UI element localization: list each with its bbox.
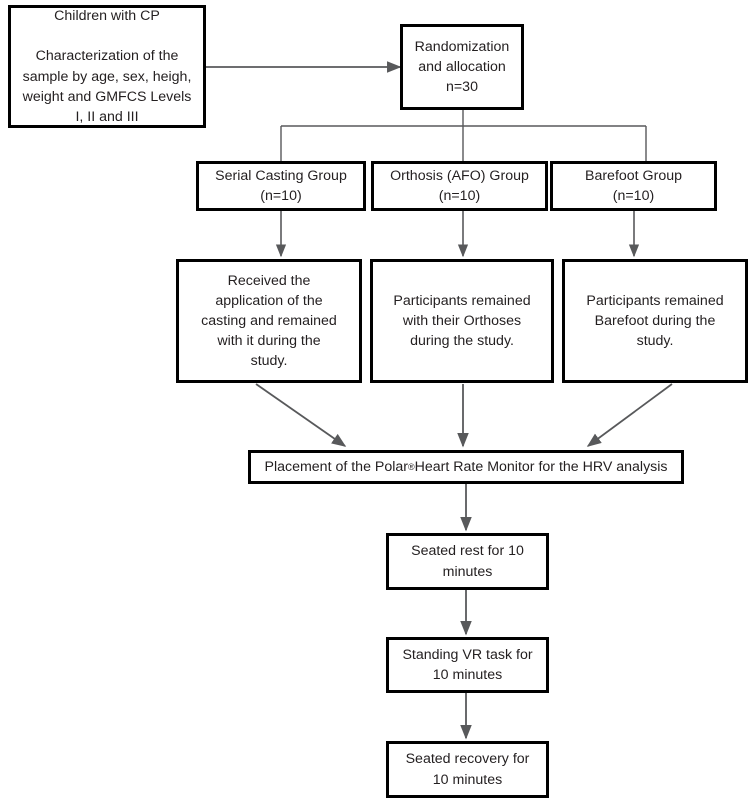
barefoot-group-box: Barefoot Group (n=10) <box>550 161 717 211</box>
polar-text-before: Placement of the Polar <box>264 458 409 475</box>
seated-rest-box: Seated rest for 10 minutes <box>386 533 549 590</box>
barefoot-detail-box: Participants remained Barefoot during th… <box>562 259 748 383</box>
edge-barefoot-detail-to-polar <box>586 383 673 447</box>
edge-casting-detail-to-polar <box>255 383 347 447</box>
edge-randomization-split <box>280 110 647 196</box>
children-with-cp-box: Children with CP Characterization of the… <box>8 5 206 128</box>
serial-casting-detail-box: Received the application of the casting … <box>176 259 362 383</box>
polar-text-after: Heart Rate Monitor for the HRV analysis <box>414 458 668 475</box>
standing-vr-task-box: Standing VR task for 10 minutes <box>386 637 549 693</box>
seated-recovery-box: Seated recovery for 10 minutes <box>386 741 549 798</box>
serial-casting-group-box: Serial Casting Group (n=10) <box>196 161 366 211</box>
polar-hr-monitor-box: Placement of the Polar® Heart Rate Monit… <box>248 450 684 484</box>
randomization-box: Randomization and allocation n=30 <box>400 24 524 110</box>
orthosis-afo-group-box: Orthosis (AFO) Group (n=10) <box>371 161 548 211</box>
orthosis-detail-box: Participants remained with their Orthose… <box>370 259 554 383</box>
